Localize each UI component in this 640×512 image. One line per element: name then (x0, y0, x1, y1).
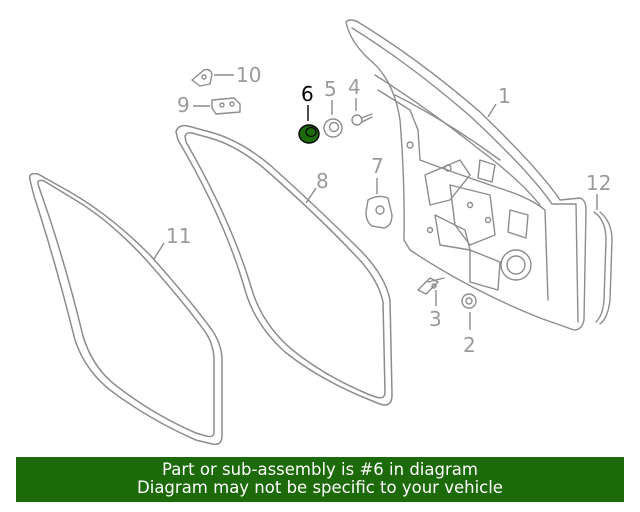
callout-8: 8 (316, 169, 329, 193)
part-4-screw[interactable] (351, 113, 373, 126)
part-1-door-shell[interactable] (345, 19, 587, 331)
part-6-plug[interactable] (298, 124, 320, 144)
callout-9: 9 (177, 93, 190, 117)
parts-diagram: 1 2 3 4 5 6 7 8 9 10 11 12 (28, 19, 613, 446)
callout-12: 12 (586, 171, 611, 195)
part-3-pin[interactable] (417, 277, 445, 295)
leader-lines (153, 74, 598, 330)
info-banner: Part or sub-assembly is #6 in diagram Di… (16, 457, 624, 502)
part-10-clip[interactable] (191, 68, 213, 87)
callout-3: 3 (429, 307, 442, 331)
part-12-strip[interactable] (593, 211, 613, 325)
part-5-grommet[interactable] (323, 118, 343, 138)
callout-2: 2 (463, 333, 476, 357)
callout-5: 5 (324, 77, 337, 101)
callout-11: 11 (166, 224, 191, 248)
part-9-bracket[interactable] (211, 97, 241, 115)
part-8-weatherstrip[interactable] (175, 124, 393, 406)
callout-1: 1 (498, 84, 511, 108)
banner-line-2: Diagram may not be specific to your vehi… (137, 478, 503, 497)
callout-10: 10 (236, 63, 261, 87)
part-11-weatherstrip[interactable] (28, 172, 223, 446)
callout-4: 4 (348, 75, 361, 99)
part-7-pad[interactable] (365, 195, 393, 229)
banner-line-1: Part or sub-assembly is #6 in diagram (162, 460, 478, 479)
part-2-nut[interactable] (461, 293, 477, 309)
callout-6: 6 (301, 82, 314, 106)
callout-7: 7 (371, 154, 384, 178)
